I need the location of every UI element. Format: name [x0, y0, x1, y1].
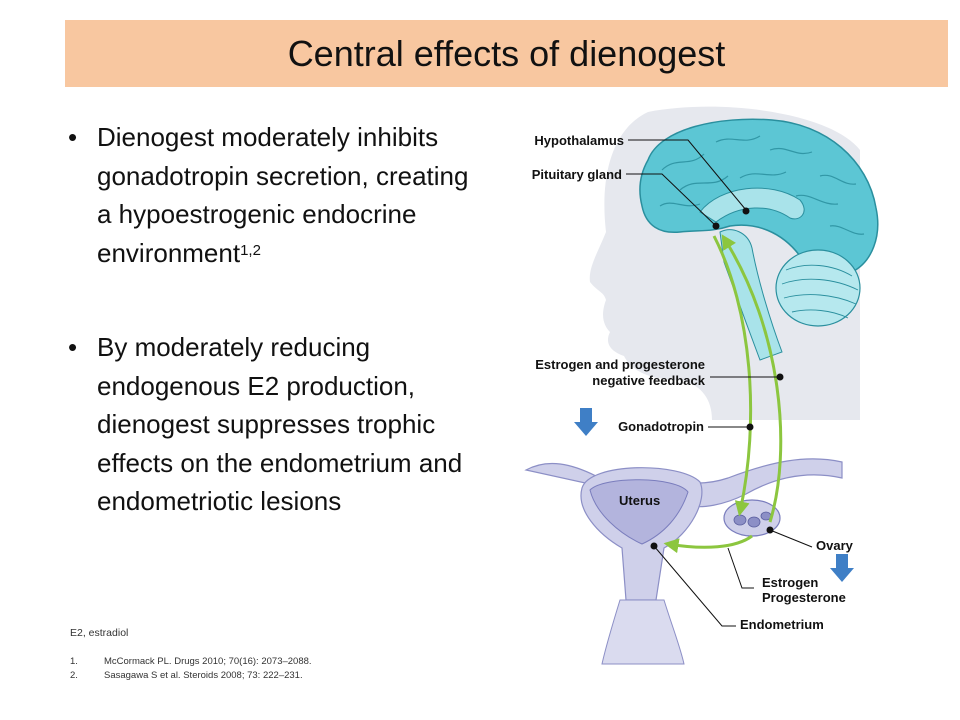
bullet-item-1: • Dienogest moderately inhibits gonadotr… — [68, 118, 488, 272]
reference-text: McCormack PL. Drugs 2010; 70(16): 2073–2… — [104, 656, 312, 667]
feedback-arrow — [721, 234, 783, 523]
down-arrow-gonadotropin — [574, 408, 598, 436]
reference-item-1: 1. McCormack PL. Drugs 2010; 70(16): 207… — [70, 655, 312, 669]
bullet-symbol: • — [68, 332, 78, 362]
label-feedback-line1: Estrogen and progesterone — [535, 357, 705, 372]
brain-folds — [659, 135, 865, 235]
vagina — [601, 599, 685, 665]
label-feedback-line2: negative feedback — [592, 373, 705, 388]
bullet-symbol: • — [68, 122, 78, 152]
reference-item-2: 2. Sasagawa S et al. Steroids 2008; 73: … — [70, 669, 312, 683]
bullet-superscript: 1,2 — [240, 241, 261, 259]
marker-dots — [650, 207, 784, 550]
reference-number: 2. — [70, 670, 78, 681]
reference-list: 1. McCormack PL. Drugs 2010; 70(16): 207… — [70, 655, 312, 683]
label-ovary: Ovary — [816, 538, 854, 553]
down-arrow-estrogen — [830, 554, 854, 582]
bullet-text: By moderately reducing endogenous E2 pro… — [97, 332, 463, 516]
label-hypothalamus: Hypothalamus — [534, 133, 624, 148]
uterus-cavity — [589, 479, 689, 545]
label-gonadotropin: Gonadotropin — [618, 419, 704, 434]
label-uterus: Uterus — [619, 493, 660, 508]
gonadotropin-arrow — [712, 235, 753, 517]
label-progesterone: Progesterone — [762, 590, 846, 605]
endocrine-diagram: Hypothalamus Pituitary gland Estrogen an… — [524, 106, 879, 665]
leader-lines — [626, 139, 813, 627]
bullet-text: Dienogest moderately inhibits gonadotrop… — [97, 122, 469, 268]
slide-title: Central effects of dienogest — [287, 33, 726, 74]
bullet-item-2: • By moderately reducing endogenous E2 p… — [68, 328, 488, 521]
label-endometrium: Endometrium — [740, 617, 824, 632]
ovary-follicles — [733, 511, 772, 528]
title-bar: Central effects of dienogest — [65, 20, 948, 87]
cerebellum-folds — [781, 264, 859, 319]
label-estrogen: Estrogen — [762, 575, 818, 590]
ovary-to-endometrium-arrow — [663, 534, 753, 554]
reference-number: 1. — [70, 656, 78, 667]
reference-text: Sasagawa S et al. Steroids 2008; 73: 222… — [104, 670, 303, 681]
bullet-list: • Dienogest moderately inhibits gonadotr… — [68, 118, 488, 521]
cerebellum — [775, 249, 861, 327]
label-pituitary: Pituitary gland — [532, 167, 622, 182]
abbreviation-note: E2, estradiol — [70, 627, 129, 639]
